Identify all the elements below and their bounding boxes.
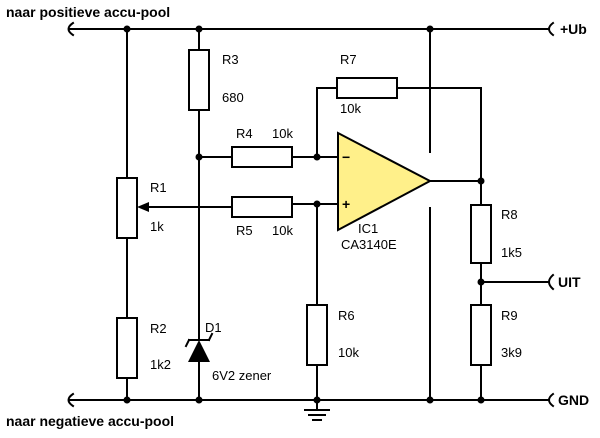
r1-wiper-arrow	[137, 202, 149, 212]
zener-diode-d1	[188, 340, 210, 362]
r4-ref: R4	[236, 126, 253, 141]
r3-ref: R3	[222, 52, 239, 67]
r6-value: 10k	[338, 345, 359, 360]
junction-dot	[195, 25, 203, 33]
r2-ref: R2	[150, 321, 167, 336]
resistor-r8	[470, 204, 492, 264]
resistor-r6	[306, 304, 328, 366]
top-left-terminal	[67, 21, 75, 37]
resistor-r5	[231, 196, 293, 218]
resistor-r4	[231, 146, 293, 168]
r3-value: 680	[222, 90, 244, 105]
uit-label: UIT	[558, 274, 581, 290]
resistor-r1	[116, 177, 138, 239]
uit-terminal[interactable]	[548, 273, 555, 291]
r9-value: 3k9	[501, 345, 522, 360]
gnd-label: GND	[558, 392, 589, 408]
junction-dot	[477, 278, 485, 286]
junction-dot	[477, 177, 485, 185]
junction-dot	[426, 396, 434, 404]
junction-dot	[313, 200, 321, 208]
bottom-caption: naar negatieve accu-pool	[6, 413, 174, 429]
r5-ref: R5	[236, 223, 253, 238]
ic1-ref: IC1	[358, 221, 378, 236]
plus-ub-terminal[interactable]	[548, 21, 555, 37]
ground-icon	[304, 399, 330, 421]
junction-dot	[195, 153, 203, 161]
r2-value: 1k2	[150, 357, 171, 372]
d1-zener-tail-left	[184, 338, 191, 348]
resistor-r2	[116, 317, 138, 379]
resistor-r3	[188, 49, 210, 111]
junction-dot	[426, 25, 434, 33]
r7-value: 10k	[340, 101, 361, 116]
junction-dot	[195, 396, 203, 404]
r1-value: 1k	[150, 219, 164, 234]
junction-dot	[123, 396, 131, 404]
d1-ref: D1	[205, 320, 222, 335]
junction-dot	[477, 396, 485, 404]
r1-ref: R1	[150, 180, 167, 195]
opamp-ic1	[337, 131, 433, 232]
r7-ref: R7	[340, 52, 357, 67]
d1-zener-tail-right	[207, 332, 214, 342]
resistor-r7	[336, 77, 398, 99]
plus-ub-label: +Ub	[560, 21, 587, 37]
bottom-left-terminal	[67, 392, 75, 408]
r8-ref: R8	[501, 207, 518, 222]
r5-value: 10k	[272, 223, 293, 238]
top-caption: naar positieve accu-pool	[6, 4, 170, 20]
gnd-terminal[interactable]	[548, 392, 555, 408]
resistor-r9	[470, 304, 492, 366]
junction-dot	[313, 153, 321, 161]
d1-value: 6V2 zener	[212, 368, 272, 383]
r4-value: 10k	[272, 126, 293, 141]
opamp-noninverting-pin: +	[342, 196, 350, 212]
r9-ref: R9	[501, 308, 518, 323]
r8-value: 1k5	[501, 245, 522, 260]
opamp-inverting-pin: −	[342, 149, 350, 165]
ic1-value: CA3140E	[341, 237, 397, 252]
r6-ref: R6	[338, 308, 355, 323]
junction-dot	[123, 25, 131, 33]
